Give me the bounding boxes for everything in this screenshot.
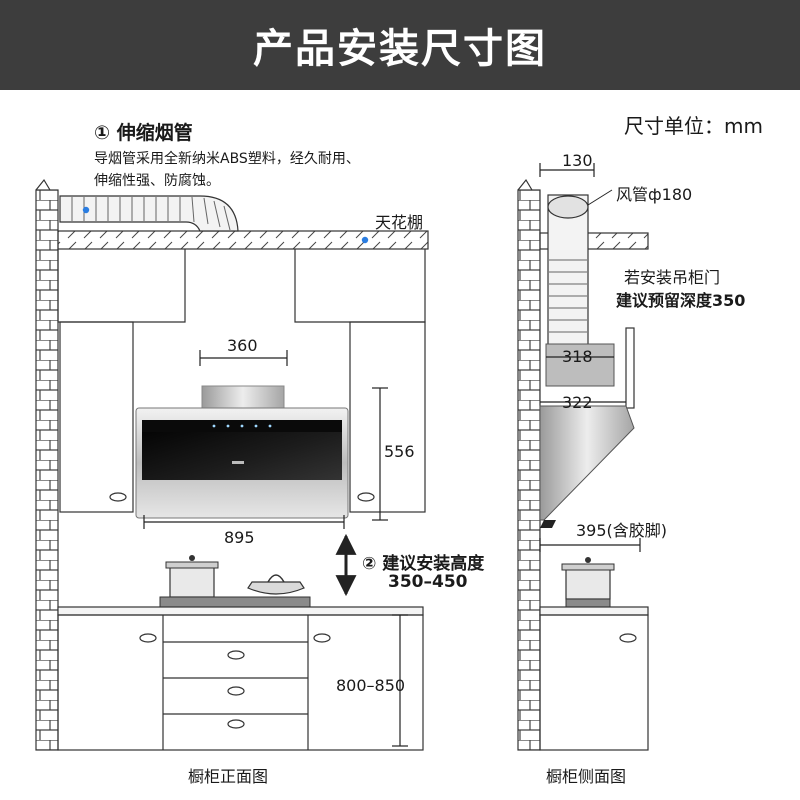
page-title: 产品安装尺寸图 <box>0 0 800 90</box>
cabinet-door-note-line2: 建议预留深度350 <box>616 291 746 310</box>
duct-diameter-label: 风管ф180 <box>616 185 693 204</box>
range-hood-front <box>135 385 349 519</box>
dim-label-360: 360 <box>227 336 258 355</box>
range-hood-side <box>539 343 635 528</box>
dim-label-395: 395(含胶脚) <box>576 521 668 540</box>
dim-label-556: 556 <box>384 442 415 461</box>
front-view-caption: 橱柜正面图 <box>188 767 269 786</box>
side-cabinet-door <box>625 327 635 409</box>
front-ceiling <box>57 230 429 250</box>
unit-label: 尺寸单位：mm <box>624 114 763 138</box>
side-brick-wall <box>517 189 541 751</box>
note-telescopic-duct-line1: 导烟管采用全新纳米ABS塑料，经久耐用、 <box>94 151 360 167</box>
telescopic-duct <box>59 195 239 232</box>
side-cookware <box>561 557 615 608</box>
front-brick-wall <box>35 189 59 751</box>
dim-label-130: 130 <box>562 151 593 170</box>
dim-label-322: 322 <box>562 393 593 412</box>
side-duct <box>547 189 613 346</box>
side-view-caption: 橱柜侧面图 <box>546 767 627 786</box>
front-view <box>35 178 429 751</box>
front-base-cabinet <box>57 606 424 751</box>
dim-label-895: 895 <box>224 528 255 547</box>
note-telescopic-duct-title: ① 伸缩烟管 <box>94 122 193 144</box>
front-wall-cabinets <box>57 249 426 513</box>
dim-label-318: 318 <box>562 347 593 366</box>
install-height-value: 350–450 <box>388 572 468 592</box>
cabinet-door-note-line1: 若安装吊柜门 <box>624 268 721 287</box>
ceiling-label: 天花棚 <box>375 213 424 232</box>
side-base-cabinet <box>539 606 649 751</box>
side-view <box>517 163 649 751</box>
note-telescopic-duct-line2: 伸缩性强、防腐蚀。 <box>94 173 220 189</box>
install-height-title: ② 建议安装高度 <box>362 554 485 574</box>
front-cookware <box>159 555 311 608</box>
dim-label-cabinet-height: 800–850 <box>336 676 406 695</box>
